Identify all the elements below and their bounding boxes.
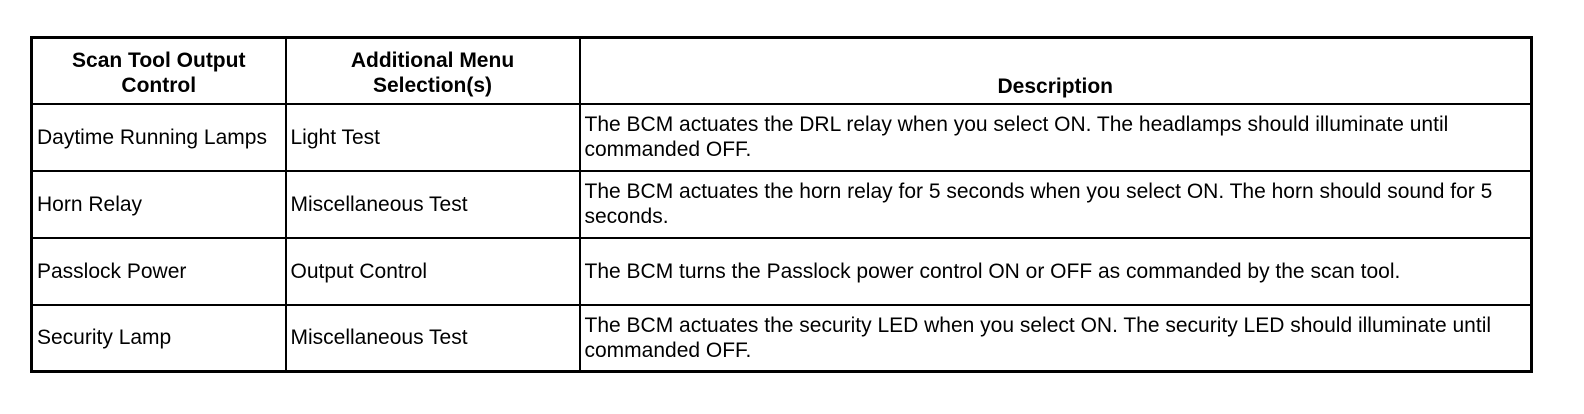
cell-output-control: Horn Relay <box>30 169 287 239</box>
output-control-table-container: Scan Tool Output Control Additional Menu… <box>30 36 1533 373</box>
cell-description: The BCM turns the Passlock power control… <box>578 236 1533 306</box>
cell-output-control: Passlock Power <box>30 236 287 306</box>
cell-menu-selection: Output Control <box>284 236 581 306</box>
cell-description: The BCM actuates the DRL relay when you … <box>578 102 1533 172</box>
table-row: Daytime Running Lamps Light Test The BCM… <box>30 102 1533 172</box>
cell-menu-selection: Light Test <box>284 102 581 172</box>
output-control-table: Scan Tool Output Control Additional Menu… <box>30 36 1533 373</box>
cell-description: The BCM actuates the security LED when y… <box>578 303 1533 373</box>
header-description: Description <box>578 36 1533 105</box>
cell-menu-selection: Miscellaneous Test <box>284 303 581 373</box>
cell-description: The BCM actuates the horn relay for 5 se… <box>578 169 1533 239</box>
table-row: Security Lamp Miscellaneous Test The BCM… <box>30 303 1533 373</box>
cell-output-control: Security Lamp <box>30 303 287 373</box>
table-row: Horn Relay Miscellaneous Test The BCM ac… <box>30 169 1533 239</box>
table-row: Passlock Power Output Control The BCM tu… <box>30 236 1533 306</box>
header-additional-menu-selections: Additional Menu Selection(s) <box>284 36 581 105</box>
cell-menu-selection: Miscellaneous Test <box>284 169 581 239</box>
cell-output-control: Daytime Running Lamps <box>30 102 287 172</box>
header-scan-tool-output-control: Scan Tool Output Control <box>30 36 287 105</box>
table-header-row: Scan Tool Output Control Additional Menu… <box>30 36 1533 105</box>
